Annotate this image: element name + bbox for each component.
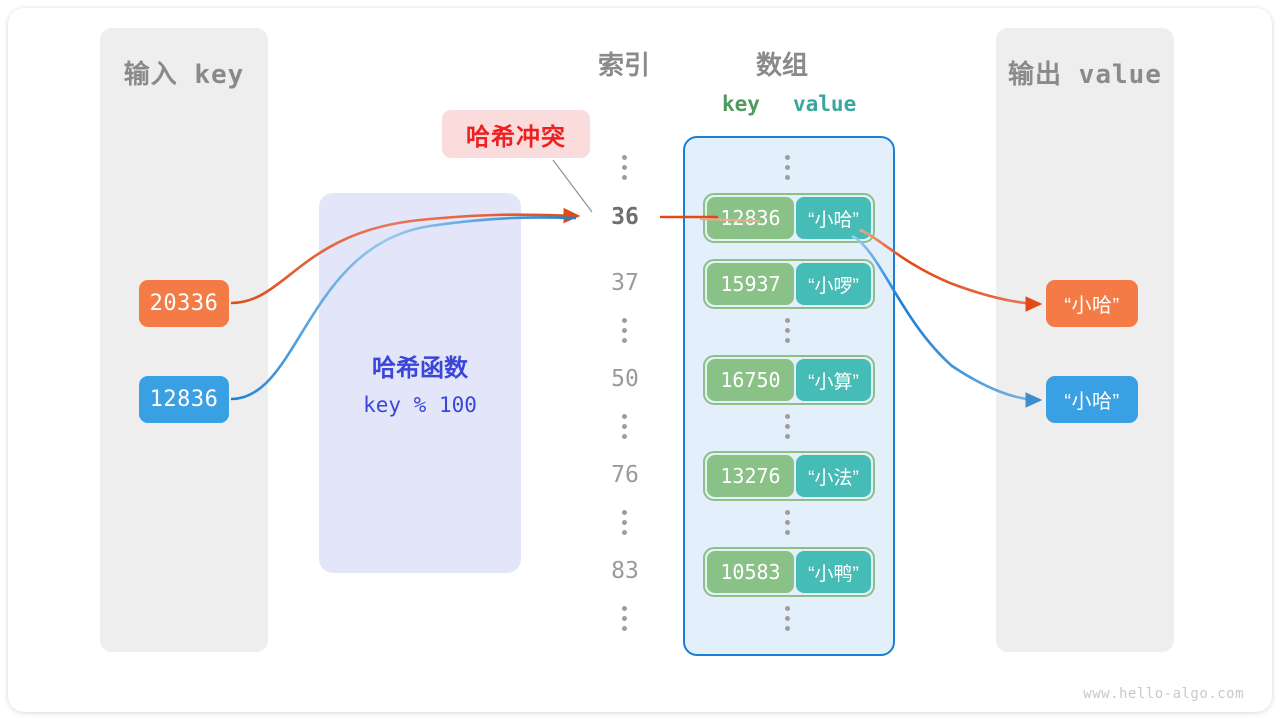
input-key-chip: 12836 [139, 376, 229, 423]
hash-function-formula: key % 100 [363, 393, 477, 417]
array-entry: 13276 “小法” [703, 451, 875, 501]
array-ellipsis [785, 606, 791, 632]
index-ellipsis [622, 318, 628, 344]
array-ellipsis [785, 510, 791, 536]
input-panel-title: 输入 key [123, 60, 245, 90]
key-column-header: key [722, 92, 760, 116]
index-label-83: 83 [611, 558, 639, 584]
entry-key: 15937 [707, 263, 794, 305]
hash-function-title: 哈希函数 [372, 355, 468, 382]
value-column-header: value [793, 92, 857, 116]
entry-value: “小哈” [796, 197, 871, 239]
array-ellipsis [785, 318, 791, 344]
index-ellipsis [622, 606, 628, 632]
array-entry: 16750 “小算” [703, 355, 875, 405]
hash-function-box: 哈希函数 key % 100 [319, 193, 521, 573]
output-value-chip: “小哈” [1046, 376, 1138, 423]
array-ellipsis [785, 155, 791, 181]
array-entry: 15937 “小啰” [703, 259, 875, 309]
entry-value: “小法” [796, 455, 871, 497]
input-panel: 输入 key [100, 28, 268, 652]
entry-value: “小啰” [796, 263, 871, 305]
output-panel: 输出 value [996, 28, 1174, 652]
index-label-76: 76 [611, 462, 639, 488]
entry-key: 12836 [707, 197, 794, 239]
index-ellipsis [622, 510, 628, 536]
output-value-chip: “小哈” [1046, 280, 1138, 327]
index-ellipsis [622, 155, 628, 181]
entry-value: “小算” [796, 359, 871, 401]
entry-key: 13276 [707, 455, 794, 497]
array-ellipsis [785, 414, 791, 440]
array-entry: 12836 “小哈” [703, 193, 875, 243]
index-column-header: 索引 [598, 50, 651, 80]
index-label-50: 50 [611, 366, 639, 392]
watermark: www.hello-algo.com [1083, 686, 1244, 702]
index-ellipsis [622, 414, 628, 440]
output-panel-title: 输出 value [1008, 60, 1162, 90]
input-key-chip: 20336 [139, 280, 229, 327]
index-label-37: 37 [611, 270, 639, 296]
entry-value: “小鸭” [796, 551, 871, 593]
entry-key: 16750 [707, 359, 794, 401]
entry-key: 10583 [707, 551, 794, 593]
index-label-36: 36 [611, 204, 639, 230]
collision-badge: 哈希冲突 [442, 110, 590, 158]
array-column-header: 数组 [756, 50, 809, 80]
array-entry: 10583 “小鸭” [703, 547, 875, 597]
